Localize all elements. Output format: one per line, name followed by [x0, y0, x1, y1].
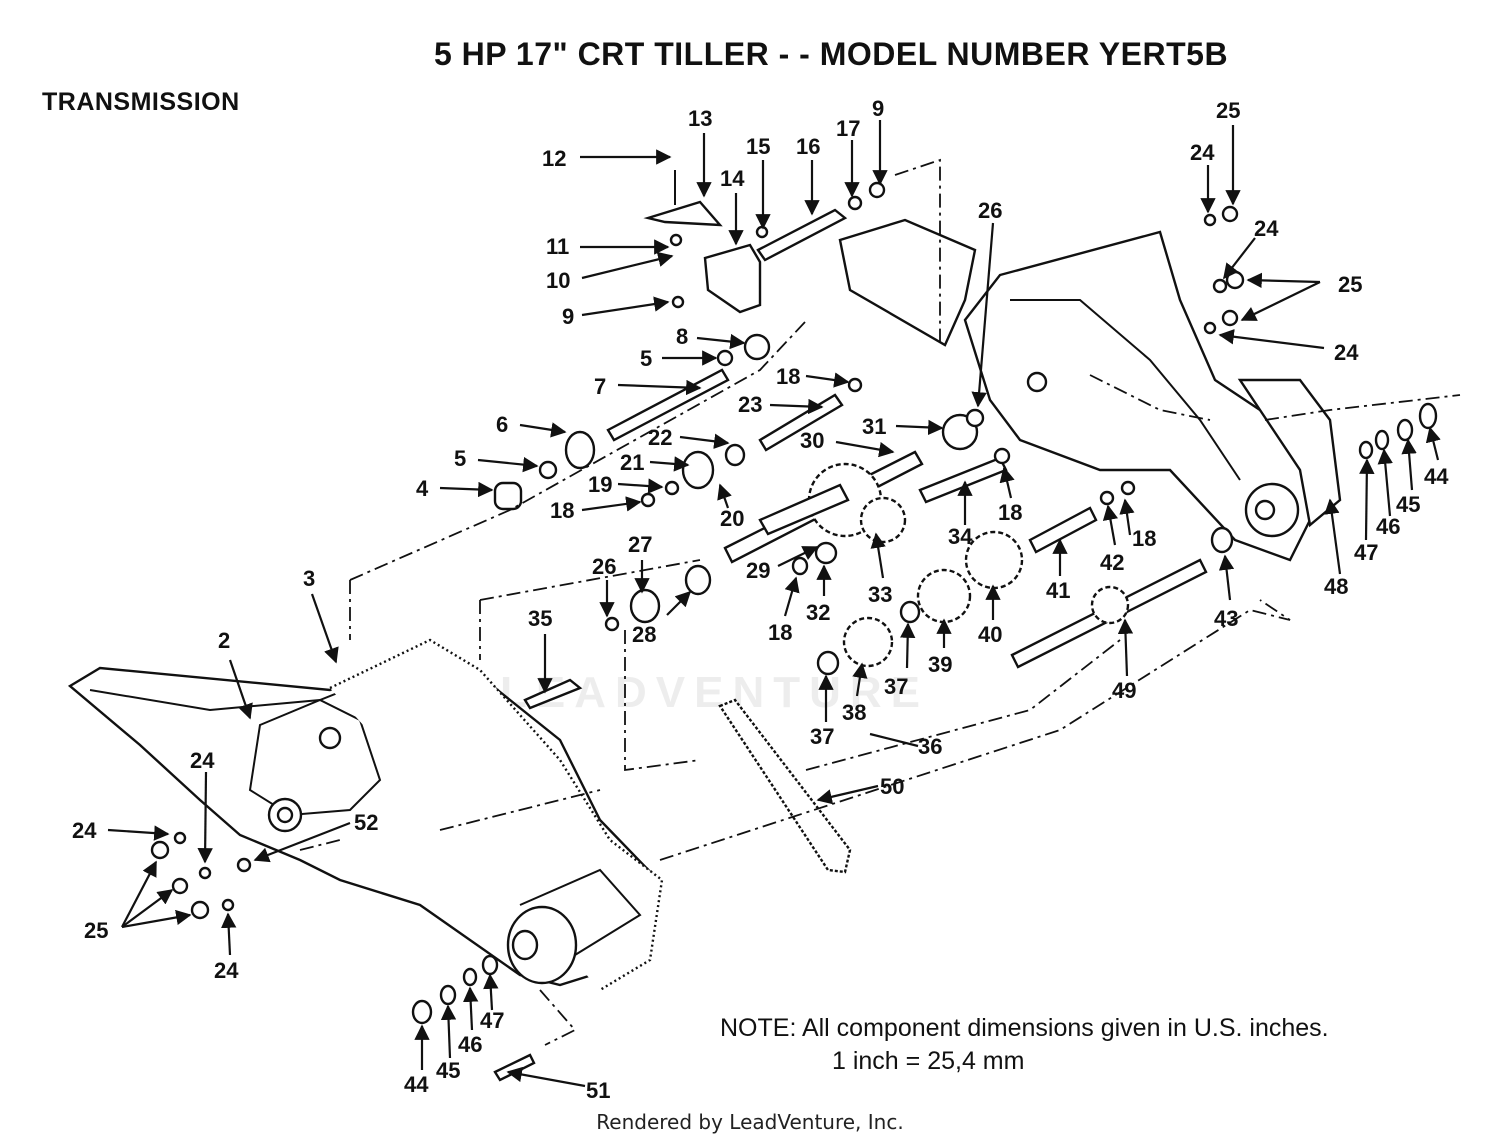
gasket-outline — [329, 638, 664, 992]
callout-49: 49 — [1112, 678, 1136, 703]
callout-15: 15 — [746, 134, 770, 159]
note-line-1: NOTE: All component dimensions given in … — [720, 1014, 1329, 1042]
callout-46b: 46 — [458, 1032, 482, 1057]
drive-chain — [718, 698, 852, 874]
callout-5a: 5 — [454, 446, 466, 471]
callout-34: 34 — [948, 524, 973, 549]
callout-24e: 24 — [1254, 216, 1279, 241]
callout-22: 22 — [648, 425, 672, 450]
callout-50: 50 — [880, 774, 904, 799]
callout-39: 39 — [928, 652, 952, 677]
callout-45b: 45 — [436, 1058, 460, 1083]
callout-42: 42 — [1100, 550, 1124, 575]
callout-25c: 25 — [84, 918, 108, 943]
assembly-lines — [299, 321, 1461, 1046]
callout-24f: 24 — [1334, 340, 1359, 365]
callout-26b: 26 — [592, 554, 616, 579]
callout-24c: 24 — [214, 958, 239, 983]
leader-lines — [107, 120, 1441, 1088]
callout-18c: 18 — [998, 500, 1022, 525]
callout-47a: 47 — [1354, 540, 1378, 565]
callout-19: 19 — [588, 472, 612, 497]
callout-20: 20 — [720, 506, 744, 531]
callout-27: 27 — [628, 532, 652, 557]
callout-10: 10 — [546, 268, 570, 293]
callout-24d: 24 — [1190, 140, 1215, 165]
callout-25a: 25 — [1216, 98, 1240, 123]
lower-pulley — [506, 868, 642, 985]
callout-13: 13 — [688, 106, 712, 131]
callout-9b: 9 — [562, 304, 574, 329]
assembly-line-top — [894, 158, 941, 345]
section-label: TRANSMISSION — [42, 88, 240, 116]
callout-48: 48 — [1324, 574, 1348, 599]
callout-29: 29 — [746, 558, 770, 583]
callout-5b: 5 — [640, 346, 652, 371]
callout-41: 41 — [1046, 578, 1070, 603]
callout-37a: 37 — [884, 674, 908, 699]
shaft-gear-parts — [493, 333, 1234, 710]
callout-8: 8 — [676, 324, 688, 349]
callout-45a: 45 — [1396, 492, 1420, 517]
callout-24a: 24 — [190, 748, 215, 773]
callout-18d: 18 — [1132, 526, 1156, 551]
callout-18a: 18 — [776, 364, 800, 389]
callout-35: 35 — [528, 606, 552, 631]
callout-33: 33 — [868, 582, 892, 607]
right-housing-half — [963, 230, 1342, 562]
dimension-note: NOTE: All component dimensions given in … — [720, 1012, 1329, 1078]
callout-numbers: 2 3 4 5 5 6 7 8 9 9 10 11 12 13 14 15 16… — [72, 96, 1449, 1103]
callout-32: 32 — [806, 600, 830, 625]
callout-26a: 26 — [978, 198, 1002, 223]
callout-6: 6 — [496, 412, 508, 437]
callout-31: 31 — [862, 414, 886, 439]
callout-18e: 18 — [768, 620, 792, 645]
callout-40: 40 — [978, 622, 1002, 647]
note-line-2: 1 inch = 25,4 mm — [832, 1047, 1025, 1075]
callout-18b: 18 — [550, 498, 574, 523]
callout-17: 17 — [836, 116, 860, 141]
shift-lever-assembly — [643, 170, 886, 314]
callout-37b: 37 — [810, 724, 834, 749]
callout-24b: 24 — [72, 818, 97, 843]
callout-23: 23 — [738, 392, 762, 417]
callout-51: 51 — [586, 1078, 610, 1103]
callout-16: 16 — [796, 134, 820, 159]
callout-28: 28 — [632, 622, 656, 647]
callout-52: 52 — [354, 810, 378, 835]
callout-44b: 44 — [404, 1072, 429, 1097]
render-credit: Rendered by LeadVenture, Inc. — [596, 1110, 904, 1134]
callout-47b: 47 — [480, 1008, 504, 1033]
callout-36: 36 — [918, 734, 942, 759]
callout-38: 38 — [842, 700, 866, 725]
callout-44a: 44 — [1424, 464, 1449, 489]
callout-2: 2 — [218, 628, 230, 653]
right-washers — [1203, 205, 1438, 460]
shifter-cover — [838, 218, 977, 347]
callout-46a: 46 — [1376, 514, 1400, 539]
callout-43: 43 — [1214, 606, 1238, 631]
callout-3: 3 — [303, 566, 315, 591]
callout-11: 11 — [546, 234, 569, 259]
callout-7: 7 — [594, 374, 606, 399]
callout-12: 12 — [542, 146, 566, 171]
callout-21: 21 — [620, 450, 644, 475]
callout-30: 30 — [800, 428, 824, 453]
callout-14: 14 — [720, 166, 745, 191]
callout-4: 4 — [416, 476, 429, 501]
diagram-title: 5 HP 17" CRT TILLER - - MODEL NUMBER YER… — [433, 36, 1229, 72]
callout-9a: 9 — [872, 96, 884, 121]
callout-25b: 25 — [1338, 272, 1362, 297]
